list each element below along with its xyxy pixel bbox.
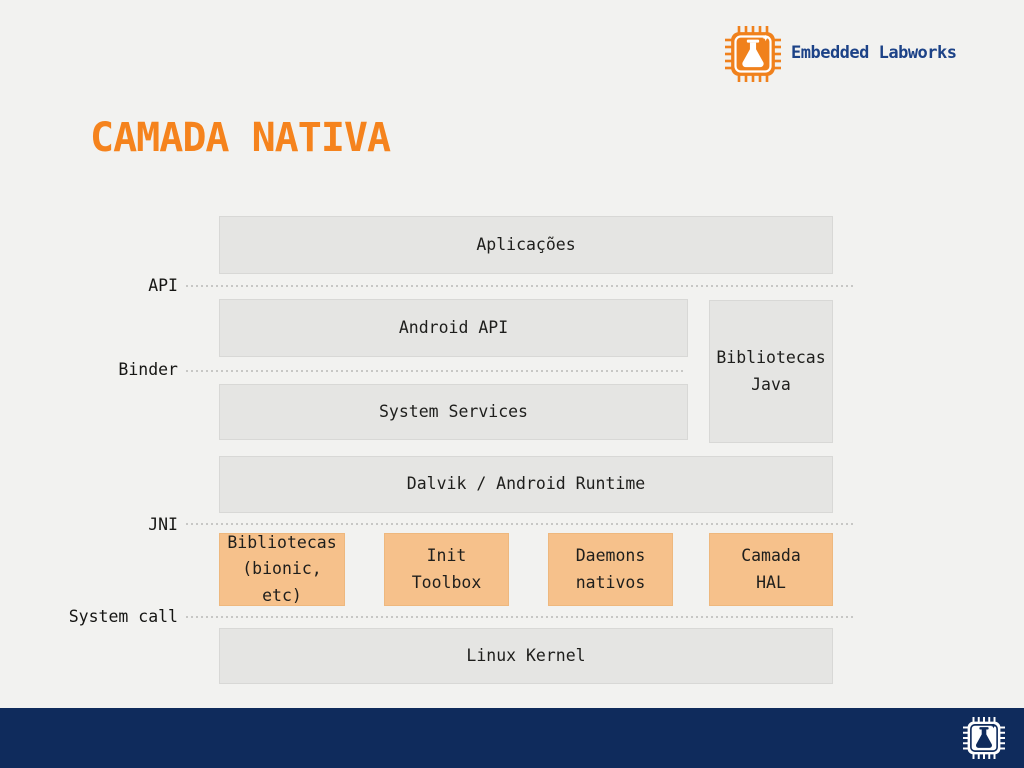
brand-name: Embedded Labworks bbox=[791, 43, 957, 63]
box-init-toolbox: Init Toolbox bbox=[384, 533, 509, 606]
side-label-jni: JNI bbox=[148, 515, 178, 534]
box-bibliotecas-bionic: Bibliotecas (bionic, etc) bbox=[219, 533, 345, 606]
dotted-line-system-call bbox=[186, 616, 853, 618]
box-system-services: System Services bbox=[219, 384, 688, 440]
dotted-line-binder bbox=[186, 370, 686, 372]
box-android-api: Android API bbox=[219, 299, 688, 357]
dotted-line-api bbox=[186, 285, 853, 287]
box-linux-kernel: Linux Kernel bbox=[219, 628, 833, 684]
box-dalvik-runtime: Dalvik / Android Runtime bbox=[219, 456, 833, 513]
side-label-system-call: System call bbox=[68, 607, 178, 626]
side-label-api: API bbox=[148, 276, 178, 295]
box-bibliotecas-java: Bibliotecas Java bbox=[709, 300, 833, 443]
chip-flask-logo-icon bbox=[725, 26, 781, 82]
page-title: CAMADA NATIVA bbox=[90, 115, 391, 161]
box-daemons-nativos: Daemons nativos bbox=[548, 533, 673, 606]
footer-bar bbox=[0, 708, 1024, 768]
box-aplicacoes: Aplicações bbox=[219, 216, 833, 274]
box-camada-hal: Camada HAL bbox=[709, 533, 833, 606]
dotted-line-jni bbox=[186, 523, 853, 525]
chip-flask-logo-footer-icon bbox=[963, 717, 1005, 759]
side-label-binder: Binder bbox=[118, 360, 178, 379]
